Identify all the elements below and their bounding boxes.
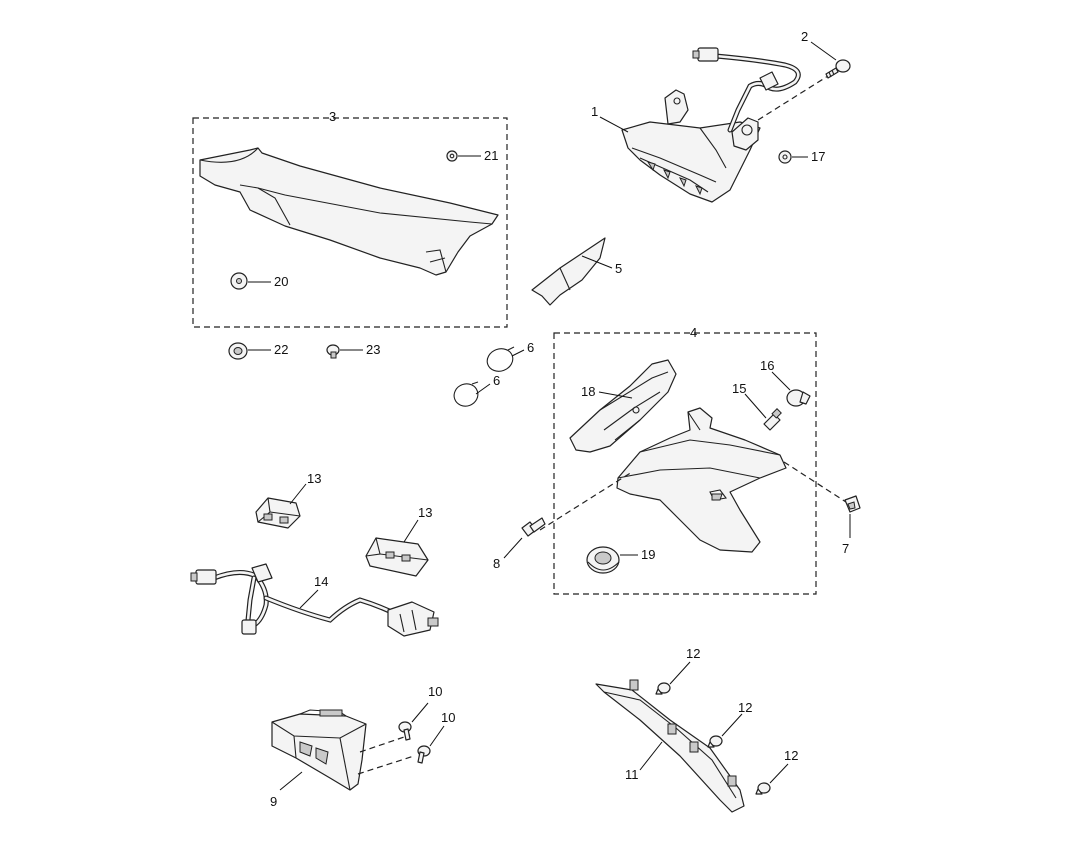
callout-6b-label: 6 [493, 373, 500, 388]
cover-5 [531, 237, 606, 306]
reversing-lamp-9 [271, 709, 367, 791]
screw-12-bottom [755, 782, 771, 795]
grommet-20 [230, 272, 248, 290]
callout-1-label: 1 [591, 104, 598, 119]
washer-21 [446, 150, 458, 162]
callout-17-label: 17 [811, 149, 825, 164]
screw-2 [825, 59, 851, 79]
callout-6a-label: 6 [527, 340, 534, 355]
nut-7 [844, 495, 861, 513]
callout-7-label: 7 [842, 541, 849, 556]
callout-5-label: 5 [615, 261, 622, 276]
callout-20-label: 20 [274, 274, 288, 289]
callout-13b-label: 13 [418, 505, 432, 520]
screw-12-top [655, 682, 671, 695]
callout-12c-label: 12 [784, 748, 798, 763]
stop-lamp-harness [692, 47, 801, 133]
callout-10b-label: 10 [441, 710, 455, 725]
spoiler-part [199, 147, 499, 276]
callout-9-label: 9 [270, 794, 277, 809]
callout-16-label: 16 [760, 358, 774, 373]
reflector-18 [569, 359, 677, 453]
license-lamp-13-left [255, 497, 301, 529]
bolt-8 [521, 517, 546, 537]
callout-14-label: 14 [314, 574, 328, 589]
callout-22-label: 22 [274, 342, 288, 357]
callout-13a-label: 13 [307, 471, 321, 486]
seal-6-lower [453, 381, 479, 407]
bulb-15 [763, 408, 782, 431]
harness-14 [190, 563, 439, 637]
grommet-22 [228, 342, 248, 360]
callout-19-label: 19 [641, 547, 655, 562]
callout-11-label: 11 [625, 767, 639, 782]
stop-lamp-1 [621, 89, 761, 203]
reflector-strip-11 [595, 679, 745, 813]
seal-6-upper [486, 346, 515, 372]
group-box-3 [192, 117, 508, 328]
bulb-16 [786, 389, 811, 407]
callout-3-label: 3 [329, 109, 336, 124]
grommet-19 [586, 546, 620, 574]
license-lamp-13-right [365, 537, 429, 577]
callout-10a-label: 10 [428, 684, 442, 699]
callout-2-label: 2 [801, 29, 808, 44]
callout-12a-label: 12 [686, 646, 700, 661]
callout-4-label: 4 [690, 325, 697, 340]
callout-12b-label: 12 [738, 700, 752, 715]
callout-8-label: 8 [493, 556, 500, 571]
screw-10-upper [398, 721, 412, 741]
washer-17 [778, 150, 792, 164]
callout-15-label: 15 [732, 381, 746, 396]
group-box-4 [553, 332, 817, 595]
tail-lamp-body [616, 407, 787, 553]
callout-3: 3 [329, 109, 336, 124]
callout-23-label: 23 [366, 342, 380, 357]
screw-12-middle [707, 735, 723, 748]
callout-18-label: 18 [581, 384, 595, 399]
callout-21-label: 21 [484, 148, 498, 163]
clip-23 [326, 344, 340, 359]
screw-10-lower [417, 745, 431, 764]
